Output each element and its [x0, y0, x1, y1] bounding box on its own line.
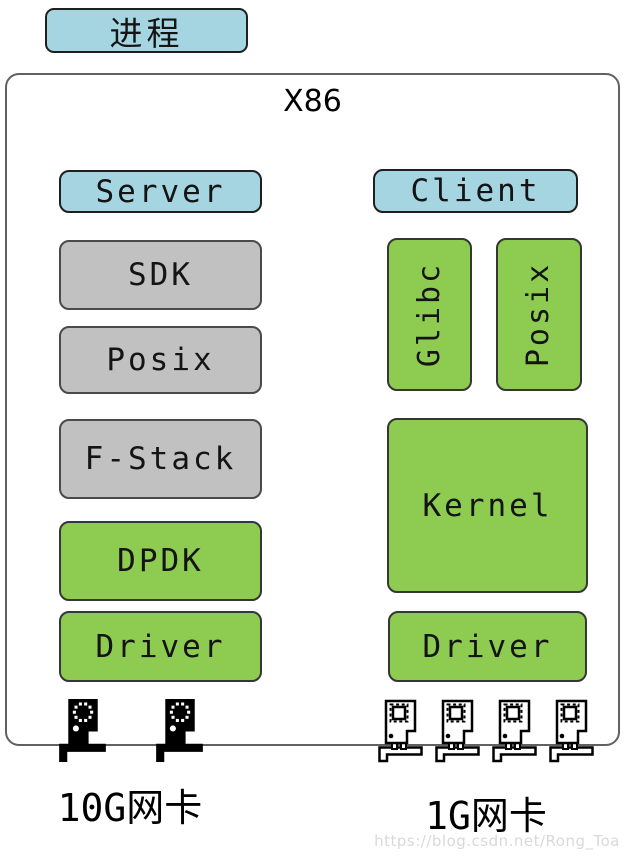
box-glibc: Glibc [387, 238, 472, 391]
nic-card-solid-icon [57, 698, 108, 763]
box-kernel-label: Kernel [422, 487, 553, 524]
box-glibc-label: Glibc [412, 261, 447, 368]
box-driver-right: Driver [388, 611, 587, 682]
box-driver-left: Driver [59, 611, 262, 682]
box-posix-left: Posix [59, 326, 262, 394]
box-posix-right: Posix [496, 238, 582, 391]
nic-label-1g: 1G网卡 [425, 794, 547, 838]
nic-label-10g: 10G网卡 [57, 786, 203, 830]
box-driver-left-label: Driver [95, 628, 226, 665]
nic-card-outline-icon [491, 699, 538, 764]
process-box: 进程 [45, 8, 248, 53]
process-label: 进程 [109, 13, 184, 53]
frame-title: X86 [283, 84, 342, 119]
box-server: Server [59, 170, 262, 213]
nic-card-outline-icon [377, 699, 424, 764]
box-dpdk: DPDK [59, 521, 262, 601]
box-fstack-label: F-Stack [84, 441, 237, 477]
nic-card-outline-icon [434, 699, 481, 764]
box-kernel: Kernel [387, 418, 588, 593]
box-posix-right-label: Posix [521, 261, 557, 368]
box-dpdk-label: DPDK [117, 543, 204, 579]
box-posix-left-label: Posix [106, 342, 215, 378]
nic-card-solid-icon [154, 698, 205, 763]
watermark-text: https://blog.csdn.net/Rong_Toa [374, 832, 620, 850]
box-fstack: F-Stack [59, 419, 262, 499]
box-client: Client [373, 169, 578, 213]
nic-card-outline-icon [548, 699, 595, 764]
box-client-label: Client [410, 173, 541, 209]
box-server-label: Server [95, 173, 226, 210]
box-driver-right-label: Driver [422, 628, 553, 665]
box-sdk-label: SDK [128, 257, 193, 293]
box-sdk: SDK [59, 240, 262, 310]
